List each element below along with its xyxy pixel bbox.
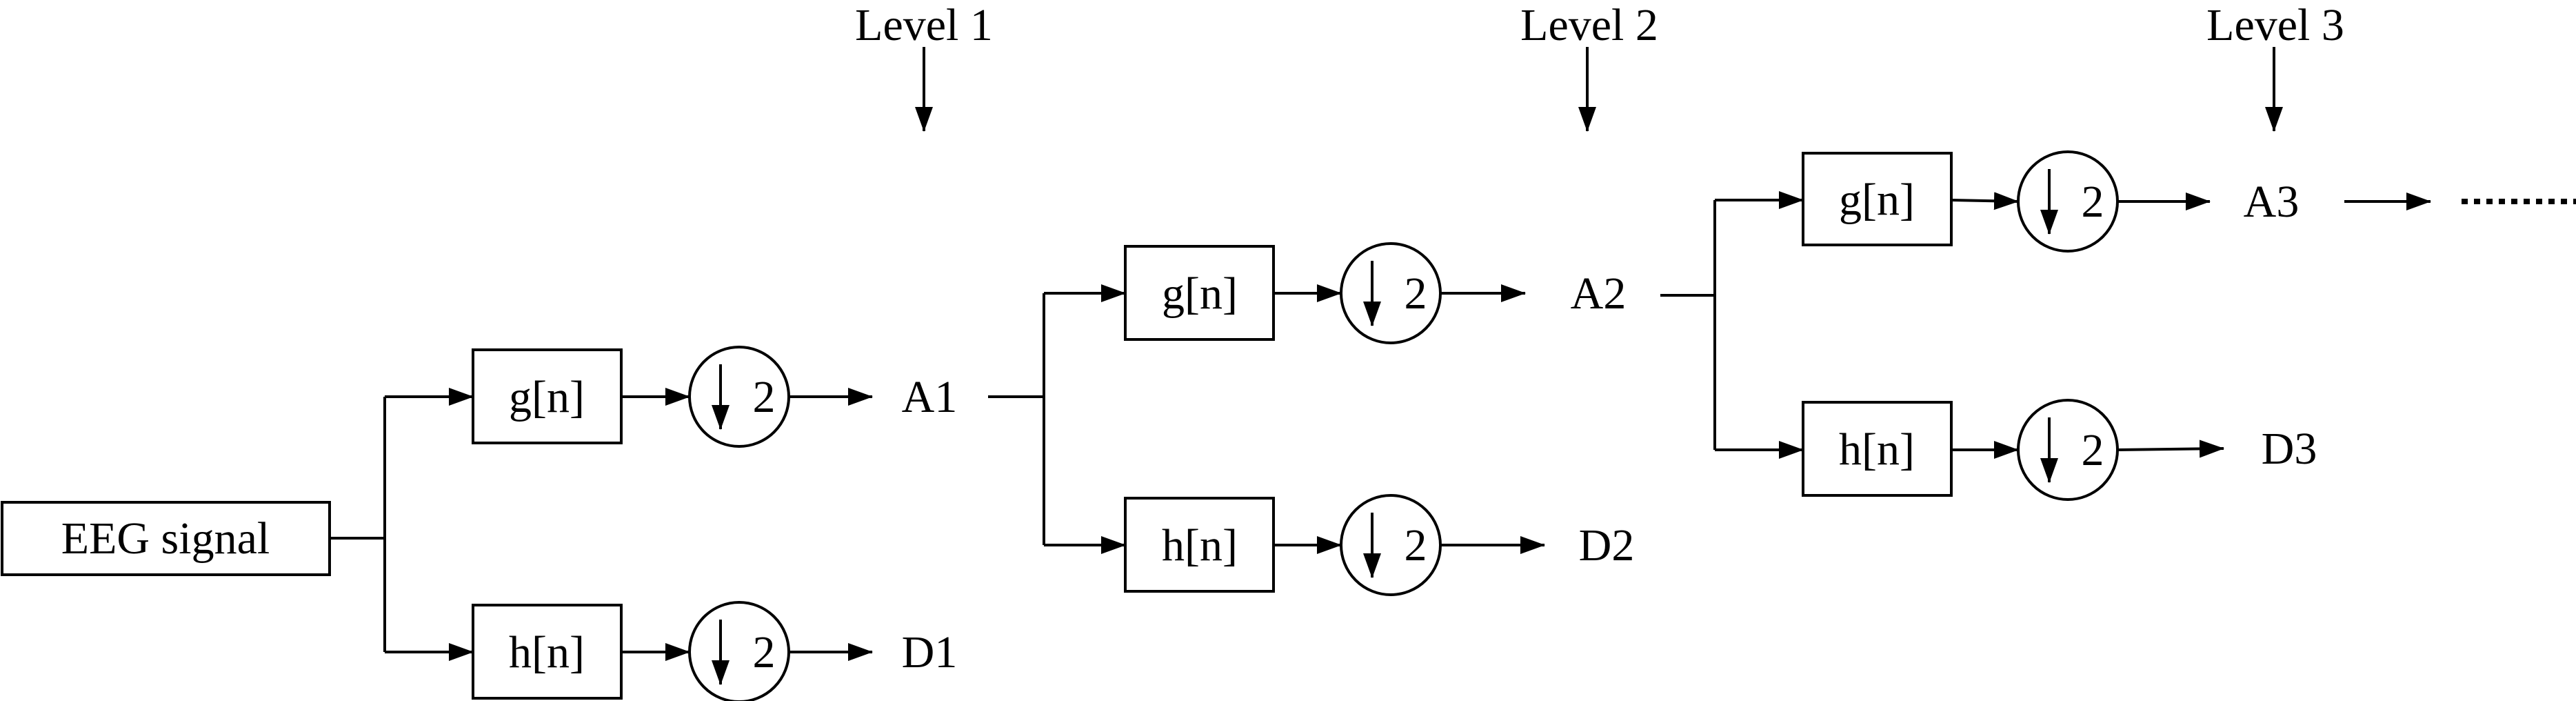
level-3-highpass-label: h[n] [1839, 424, 1915, 475]
level-1-approx-label: A1 [902, 372, 958, 422]
level-3-approx-factor: 2 [2082, 177, 2104, 227]
level-3-branch: g[n] 2 A3 h[n] 2 D3 [1660, 150, 2576, 501]
level-1-title: Level 1 [855, 0, 993, 50]
level-3-detail-factor: 2 [2082, 425, 2104, 475]
level-1-lowpass-label: g[n] [509, 372, 585, 422]
level-3-title: Level 3 [2206, 0, 2344, 50]
level-1-lowpass-box [472, 348, 623, 444]
input-block: EEG signal [1, 501, 331, 576]
level-2-branch: g[n] 2 A2 h[n] 2 D2 [988, 242, 1635, 596]
level-2-detail-label: D2 [1579, 520, 1635, 571]
level-2-approx-label: A2 [1571, 268, 1627, 319]
level-3-lowpass-box [1802, 152, 1953, 246]
level-3-marker: Level 3 [2206, 0, 2344, 132]
level-2-detail-factor: 2 [1405, 520, 1427, 571]
level-2-approx-factor: 2 [1405, 268, 1427, 319]
level-2-lowpass-box [1124, 245, 1275, 341]
level-1-detail-factor: 2 [753, 627, 776, 678]
level-2-title: Level 2 [1520, 0, 1658, 50]
level-3-approx-label: A3 [2244, 177, 2300, 227]
level-1-highpass-box [472, 604, 623, 700]
level-3-detail-label: D3 [2262, 424, 2317, 474]
level-1-detail-label: D1 [902, 627, 958, 678]
level-3-lowpass-label: g[n] [1839, 175, 1915, 225]
level-1-branch: g[n] 2 A1 h[n] 2 D1 [330, 346, 958, 701]
level-1-highpass-label: h[n] [509, 627, 585, 678]
level-2-highpass-label: h[n] [1162, 520, 1238, 571]
level-1-approx-factor: 2 [753, 372, 776, 422]
level-2-marker: Level 2 [1520, 0, 1658, 132]
input-box [1, 501, 331, 576]
input-label: EEG signal [61, 513, 270, 564]
level-3-highpass-box [1802, 401, 1953, 497]
level-2-lowpass-label: g[n] [1162, 268, 1238, 319]
level-1-marker: Level 1 [855, 0, 993, 132]
